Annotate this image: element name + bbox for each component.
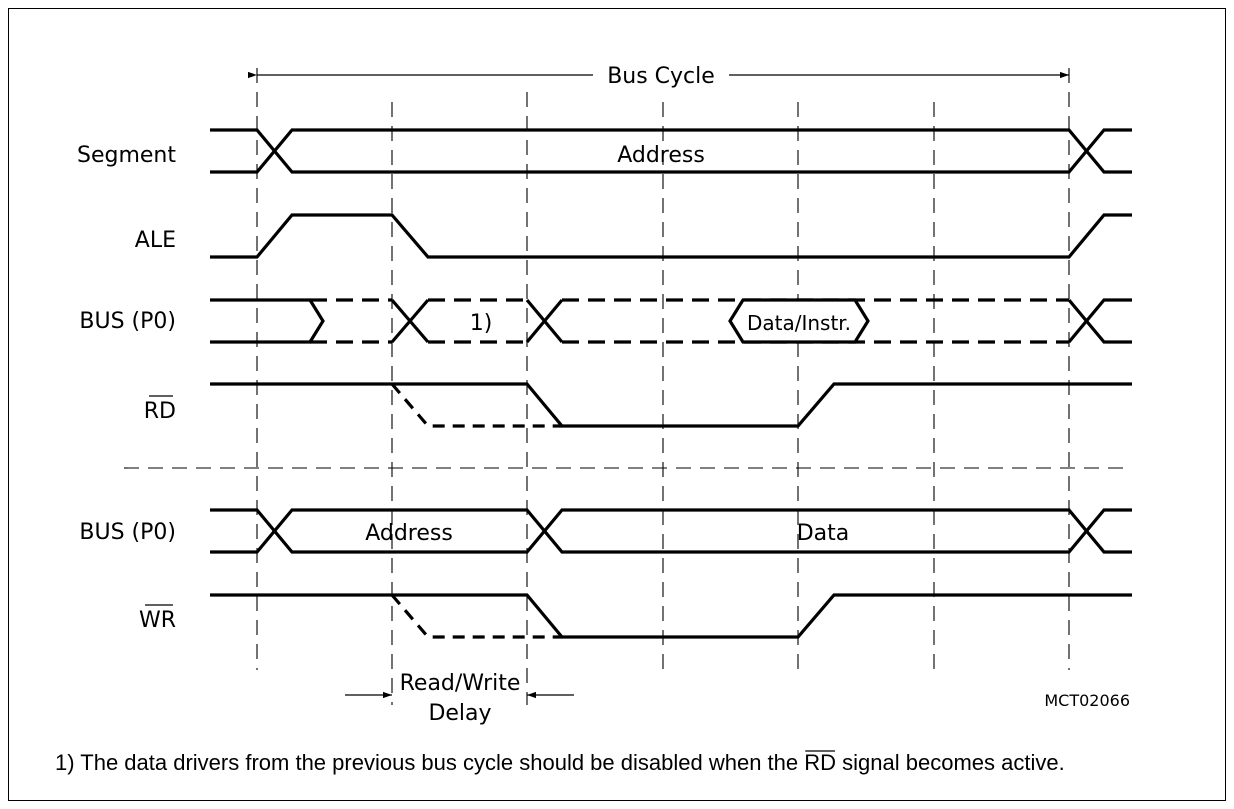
rd-signal-label: RD	[144, 399, 176, 424]
ale-waveform	[210, 213, 1132, 259]
footnote-prefix: 1) The data drivers from the previous bu…	[55, 750, 804, 775]
time-gridlines	[256, 68, 1070, 705]
bus-p0-write-label: BUS (P0)	[79, 520, 176, 545]
bus-write-waveform	[210, 508, 1132, 554]
segment-waveform	[210, 128, 1132, 174]
delay-label-line2: Delay	[428, 701, 491, 726]
bus-p0-read-label: BUS (P0)	[79, 309, 176, 334]
ale-signal-label: ALE	[135, 228, 176, 253]
bus-cycle-label: Bus Cycle	[607, 64, 715, 89]
footnote-suffix: signal becomes active.	[836, 750, 1065, 775]
footnote-signal: RD	[804, 750, 836, 775]
bus-cycle-dimension: Bus Cycle	[248, 64, 1069, 89]
delay-label-line1: Read/Write	[400, 671, 521, 696]
figure-id: MCT02066	[1044, 691, 1130, 710]
footnote: 1) The data drivers from the previous bu…	[55, 750, 1065, 775]
wr-waveform	[210, 593, 1132, 639]
bus-read-waveform	[210, 298, 1132, 344]
wr-signal-label: WR	[139, 608, 176, 633]
rd-waveform	[210, 382, 1132, 428]
data-instr-label: Data/Instr.	[747, 311, 851, 335]
segment-address-label: Address	[617, 143, 705, 168]
bus-write-data-label: Data	[797, 521, 850, 546]
segment-signal-label: Segment	[77, 143, 176, 168]
note-marker: 1)	[470, 311, 493, 336]
figure-frame	[8, 8, 1226, 801]
bus-write-address-label: Address	[365, 521, 453, 546]
